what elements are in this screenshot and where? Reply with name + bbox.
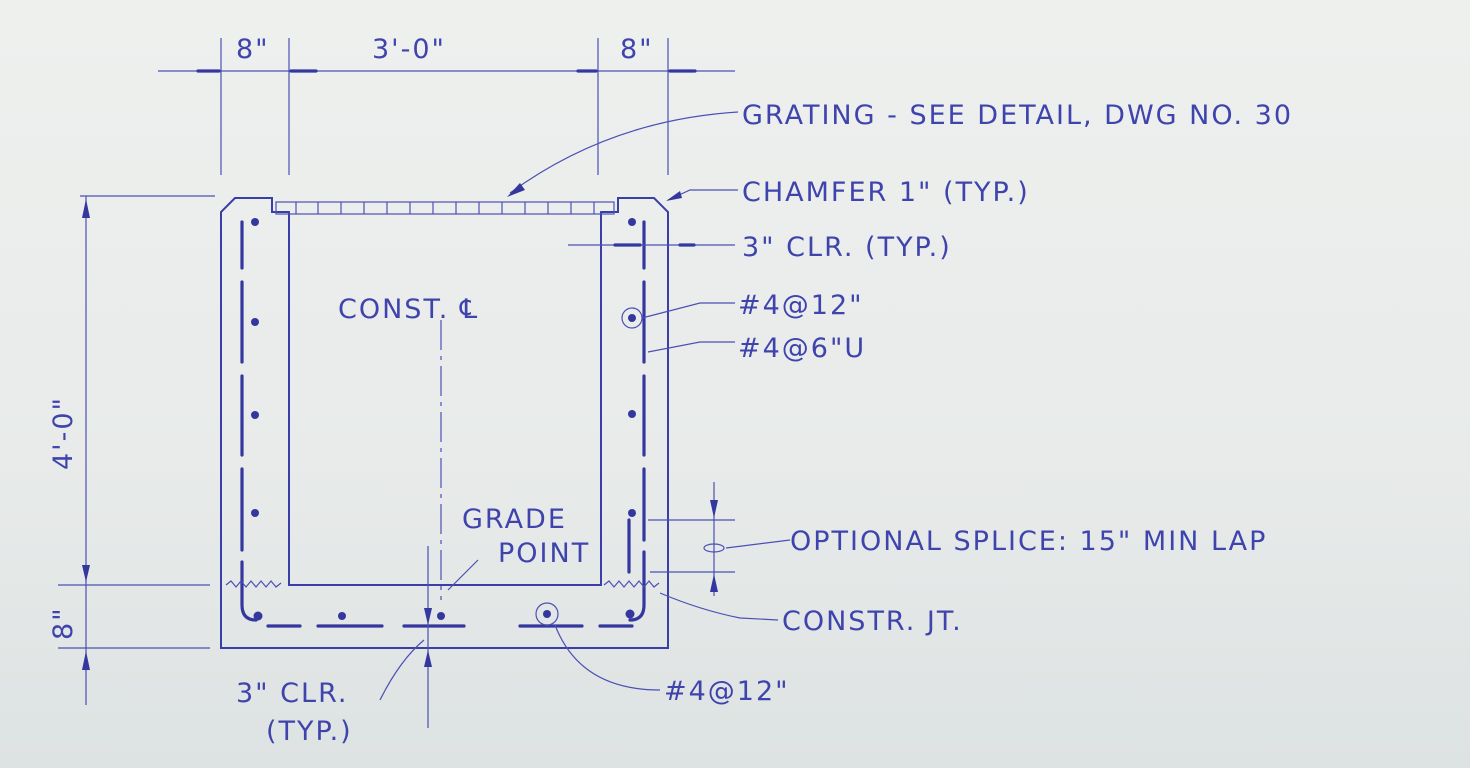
leader-lines [379, 111, 791, 701]
base-bar-label: #4@12" [664, 676, 790, 707]
top-dimension-line [158, 38, 735, 175]
u-bar-label: #4@6"U [738, 333, 866, 364]
constr-joint-label: CONSTR. JT. [782, 606, 963, 637]
grating-label: GRATING - SEE DETAIL, DWG NO. 30 [742, 100, 1293, 131]
left-dimension-line [58, 195, 215, 705]
grating [275, 201, 615, 215]
splice-label: OPTIONAL SPLICE: 15" MIN LAP [790, 526, 1267, 557]
grade-point-leader [447, 559, 479, 591]
wall-bar-label: #4@12" [738, 290, 864, 321]
dim-clear-span: 3'-0" [372, 34, 446, 65]
dim-base: 8" [48, 606, 79, 640]
grade-point-label-line2: POINT [498, 538, 590, 569]
dim-right-wall: 8" [620, 34, 654, 65]
centerline-label: CONST. ℄ [338, 294, 479, 325]
chamfer-label: CHAMFER 1" (TYP.) [742, 177, 1030, 208]
dim-left-wall: 8" [236, 34, 270, 65]
construction-joint-marks [225, 580, 660, 588]
side-clear-label: 3" CLR. (TYP.) [742, 232, 952, 263]
centerline [424, 320, 442, 728]
concrete-section-outline [220, 197, 669, 649]
bottom-clear-label-line2: (TYP.) [266, 716, 353, 747]
dim-height: 4'-0" [48, 396, 79, 470]
grade-point-label-line1: GRADE [462, 504, 567, 535]
bottom-clear-label-line1: 3" CLR. [236, 678, 348, 709]
